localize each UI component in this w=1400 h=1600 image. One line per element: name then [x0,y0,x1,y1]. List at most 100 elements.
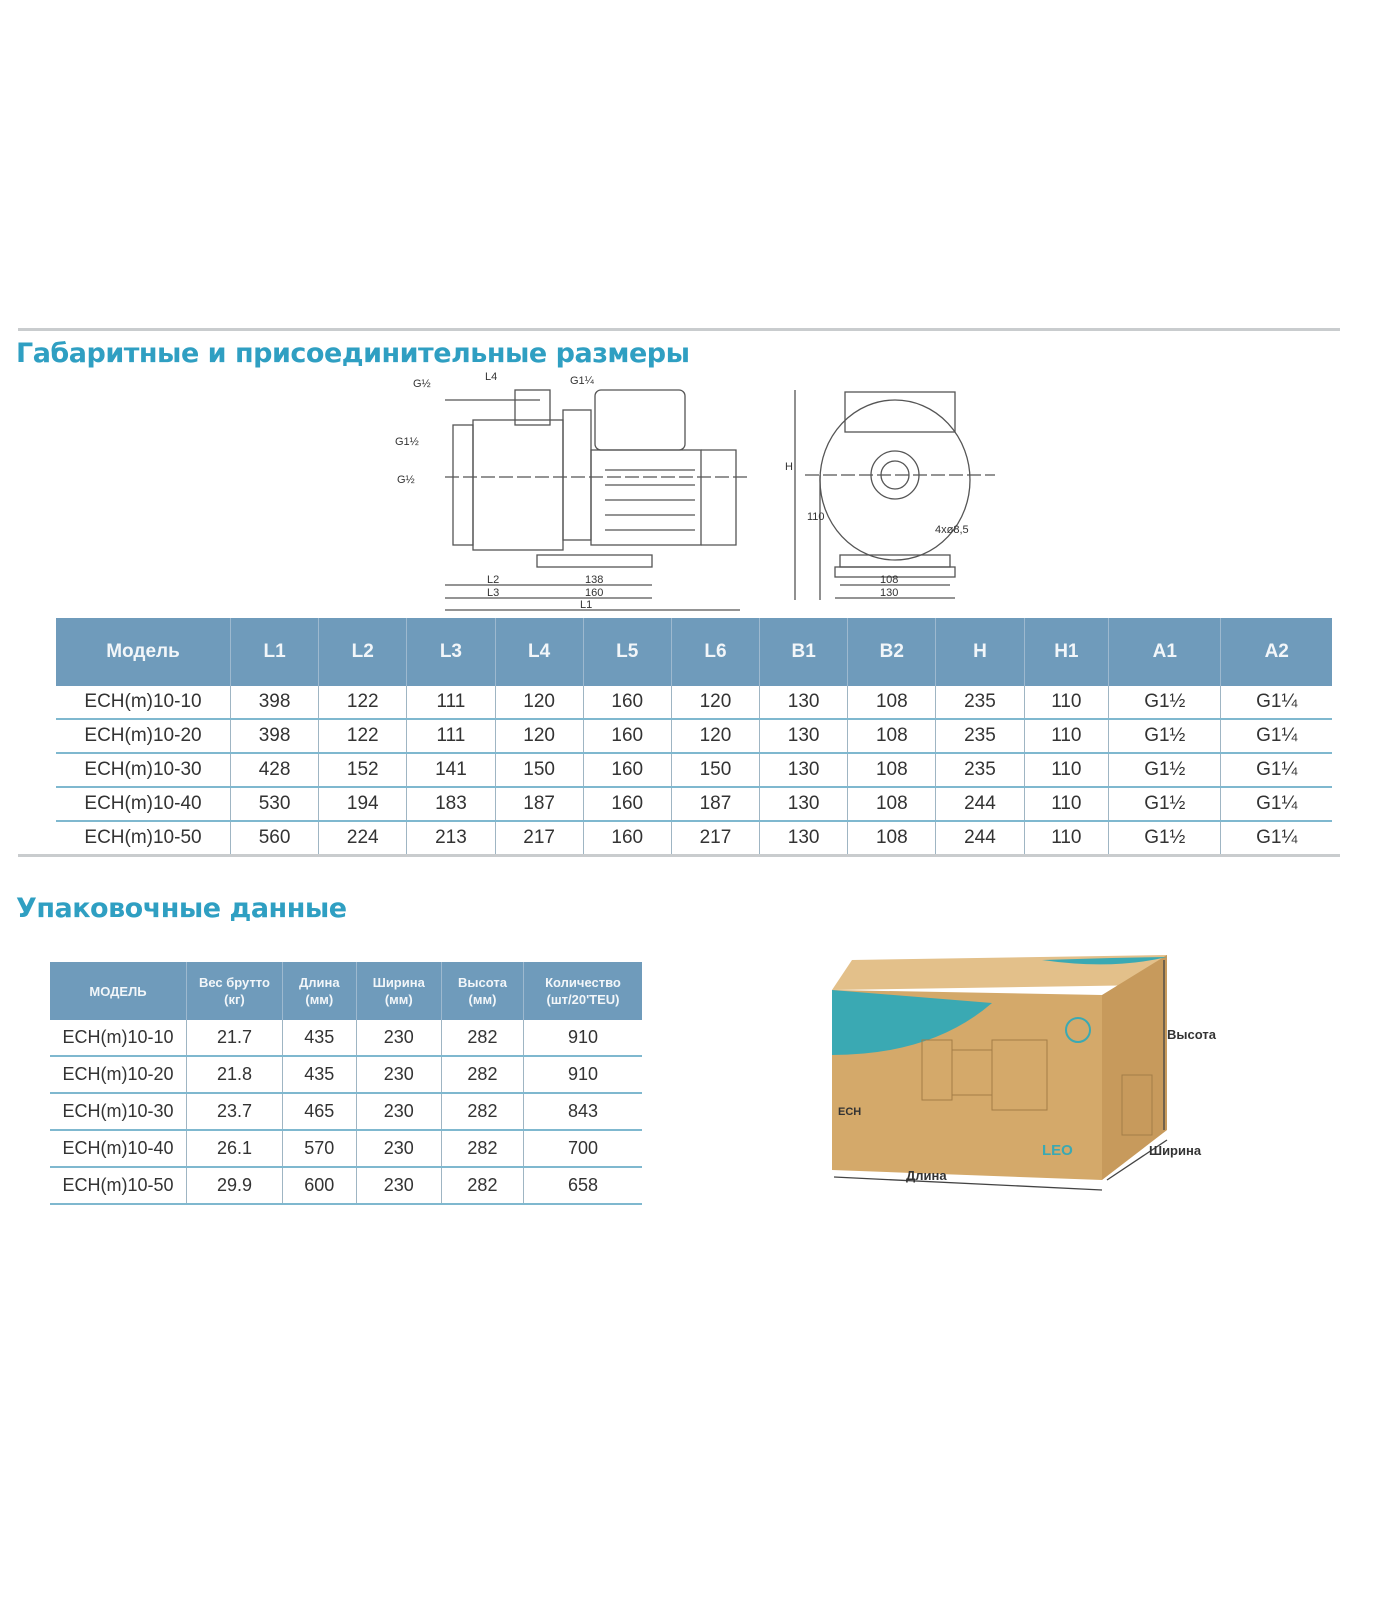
value-cell: 23.7 [186,1093,283,1131]
value-cell: 110 [1023,821,1109,856]
value-cell: 600 [281,1167,357,1205]
value-cell: 110 [1023,787,1109,822]
value-cell: 910 [523,1056,642,1094]
label-l4: L4 [485,371,497,383]
pump-side-view [445,389,750,611]
col-header: МОДЕЛЬ [50,962,187,1020]
divider [18,854,1340,857]
value-cell: 230 [355,1130,442,1168]
col-header: B1 [759,618,848,686]
col-header: H [935,618,1025,686]
value-cell: 160 [582,821,672,856]
value-cell: 130 [759,686,848,720]
packaging-box-illustration: ECH LEO Высота Ширина Длина [832,955,1217,1191]
value-cell: 130 [759,753,848,788]
label-138: 138 [585,574,603,586]
value-cell: 570 [281,1130,357,1168]
value-cell: 435 [281,1056,357,1094]
value-cell: 111 [406,719,496,754]
col-header: B2 [847,618,936,686]
pump-dimension-drawing: G½ G1½ G½ G1¼ L4 L2 L3 L1 138 160 H 110 … [395,371,995,611]
col-header: L2 [318,618,407,686]
value-cell: 160 [582,787,672,822]
value-cell: 120 [494,686,584,720]
col-header: L1 [229,618,319,686]
teal-banner [832,990,992,1055]
value-cell: 435 [281,1020,357,1057]
value-cell: G1½ [1108,787,1221,822]
value-cell: 108 [847,686,936,720]
label-l1: L1 [580,599,592,611]
col-header: Модель [56,618,231,686]
value-cell: 187 [670,787,760,822]
col-header: Длина (мм) [281,962,357,1020]
label-g-bot: G½ [397,474,415,486]
model-cell: ECH(m)10-10 [56,686,231,720]
pump-front-view [794,390,995,600]
value-cell: 194 [318,787,407,822]
label-holes: 4xø8,5 [935,524,969,536]
section-title-dimensions: Габаритные и присоединительные размеры [16,338,690,369]
badge-icon [1065,1017,1091,1043]
value-cell: 230 [355,1020,442,1057]
label-l2: L2 [487,574,499,586]
value-cell: 244 [935,821,1025,856]
value-cell: 282 [440,1167,524,1205]
value-cell: 217 [670,821,760,856]
value-cell: 122 [318,686,407,720]
value-cell: 235 [935,686,1025,720]
model-cell: ECH(m)10-40 [56,787,231,822]
value-cell: G1¼ [1220,719,1332,754]
value-cell: G1½ [1108,753,1221,788]
table-header-row: Модель L1 L2 L3 L4 L5 L6 B1 B2 H H1 A1 A… [56,618,1332,686]
value-cell: 141 [406,753,496,788]
value-cell: G1½ [1108,686,1221,720]
value-cell: 282 [440,1056,524,1094]
label-l3: L3 [487,587,499,599]
value-cell: 187 [494,787,584,822]
value-cell: 465 [281,1093,357,1131]
value-cell: 108 [847,787,936,822]
value-cell: 130 [759,719,848,754]
value-cell: 282 [440,1093,524,1131]
label-h: H [785,461,793,473]
value-cell: 183 [406,787,496,822]
col-header: Вес брутто (кг) [186,962,283,1020]
dimensions-table: Модель L1 L2 L3 L4 L5 L6 B1 B2 H H1 A1 A… [56,618,1332,856]
value-cell: G1¼ [1220,787,1332,822]
value-cell: 700 [523,1130,642,1168]
model-cell: ECH(m)10-10 [50,1020,187,1057]
value-cell: 110 [1023,753,1109,788]
value-cell: 230 [355,1093,442,1131]
label-130: 130 [880,587,898,599]
value-cell: 26.1 [186,1130,283,1168]
model-cell: ECH(m)10-30 [50,1093,187,1131]
value-cell: 160 [582,719,672,754]
height-label: Высота [1167,1027,1217,1042]
value-cell: 428 [229,753,319,788]
value-cell: 398 [229,686,319,720]
value-cell: 122 [318,719,407,754]
col-header: Высота (мм) [440,962,524,1020]
value-cell: 130 [759,821,848,856]
value-cell: 843 [523,1093,642,1131]
col-header: A1 [1108,618,1221,686]
value-cell: 110 [1023,719,1109,754]
value-cell: G1½ [1108,821,1221,856]
value-cell: 217 [494,821,584,856]
value-cell: 111 [406,686,496,720]
value-cell: 235 [935,719,1025,754]
value-cell: 108 [847,821,936,856]
label-160: 160 [585,587,603,599]
model-cell: ECH(m)10-50 [50,1167,187,1205]
value-cell: 108 [847,719,936,754]
model-cell: ECH(m)10-20 [50,1056,187,1094]
value-cell: 282 [440,1130,524,1168]
col-header: L6 [670,618,760,686]
label-g-top: G½ [413,378,431,390]
